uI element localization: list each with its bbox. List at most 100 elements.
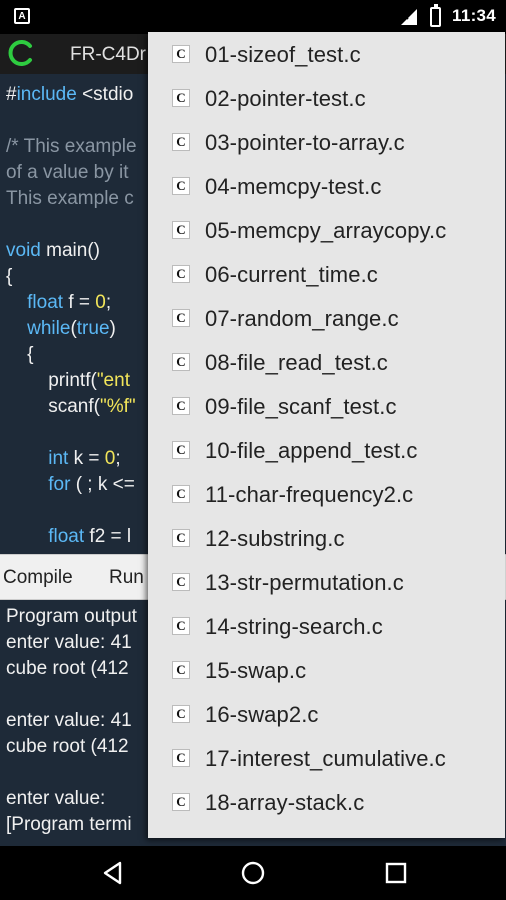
- code-token: float: [48, 526, 85, 547]
- output-line: cube root (412: [6, 658, 129, 679]
- code-token: of a value by it: [6, 162, 129, 183]
- nav-bar: [0, 846, 506, 900]
- c-file-icon: C: [172, 89, 190, 107]
- compile-button[interactable]: Compile: [3, 567, 73, 588]
- c-file-icon: C: [172, 353, 190, 371]
- c-file-icon: C: [172, 529, 190, 547]
- app-logo-icon[interactable]: [6, 38, 36, 68]
- c-file-icon: C: [172, 397, 190, 415]
- file-menu-item[interactable]: C 14-string-search.c: [148, 604, 505, 648]
- code-line: printf("ent: [6, 368, 506, 394]
- code-token: int: [48, 448, 69, 469]
- code-token: true: [76, 318, 110, 339]
- battery-icon: [430, 4, 441, 27]
- file-menu-item[interactable]: C 03-pointer-to-array.c: [148, 120, 505, 164]
- code-line: float f2 = l: [6, 524, 506, 550]
- file-name-label: 04-memcpy-test.c: [205, 174, 382, 199]
- code-line: while(true): [6, 316, 506, 342]
- code-token: ( ; k <=: [70, 474, 135, 495]
- code-token: ;: [115, 448, 121, 469]
- code-token: [6, 448, 48, 469]
- c-file-icon: C: [172, 133, 190, 151]
- output-line: enter value: 41: [6, 710, 132, 731]
- home-icon[interactable]: [240, 860, 266, 886]
- c-file-icon: C: [172, 45, 190, 63]
- code-token: {: [6, 344, 34, 365]
- code-line: #include <stdio: [6, 82, 506, 108]
- app-title: FR-C4Dr: [70, 44, 146, 65]
- code-line: float f = 0;: [6, 290, 506, 316]
- file-name-label: 07-random_range.c: [205, 306, 399, 331]
- file-name-label: 14-string-search.c: [205, 614, 383, 639]
- code-token: f =: [63, 292, 96, 313]
- code-line: This example c: [6, 186, 506, 212]
- output-line: cube root (412: [6, 736, 129, 757]
- file-menu-item[interactable]: C 12-substring.c: [148, 516, 505, 560]
- code-token: ;: [105, 292, 112, 313]
- code-token: "%f": [99, 396, 136, 417]
- file-name-label: 12-substring.c: [205, 526, 345, 551]
- c-file-icon: C: [172, 177, 190, 195]
- c-file-icon: C: [172, 265, 190, 283]
- code-line: scanf("%f": [6, 394, 506, 420]
- code-token: #: [6, 84, 17, 105]
- file-name-label: 16-swap2.c: [205, 702, 319, 727]
- c-file-icon: C: [172, 661, 190, 679]
- code-line: {: [6, 264, 506, 290]
- file-name-label: 06-current_time.c: [205, 262, 378, 287]
- code-line: void main(): [6, 238, 506, 264]
- output-line: enter value:: [6, 788, 106, 809]
- code-token: printf(: [6, 370, 97, 391]
- file-name-label: 18-array-stack.c: [205, 790, 365, 815]
- signal-icon: [401, 9, 417, 25]
- code-token: {: [6, 266, 13, 287]
- back-icon[interactable]: [100, 860, 126, 886]
- code-token: 0: [95, 292, 106, 313]
- file-menu-item[interactable]: C 10-file_append_test.c: [148, 428, 505, 472]
- file-menu-item[interactable]: C 16-swap2.c: [148, 692, 505, 736]
- c-file-icon: C: [172, 749, 190, 767]
- file-menu-item[interactable]: C 04-memcpy-test.c: [148, 164, 505, 208]
- code-token: <stdio: [76, 84, 134, 105]
- notification-icon: A: [14, 8, 30, 24]
- file-name-label: 02-pointer-test.c: [205, 86, 366, 111]
- output-line: [Program termi: [6, 814, 132, 835]
- code-token: [6, 474, 48, 495]
- run-button[interactable]: Run: [109, 567, 144, 588]
- recents-icon[interactable]: [383, 860, 409, 886]
- c-file-icon: C: [172, 573, 190, 591]
- file-name-label: 15-swap.c: [205, 658, 307, 683]
- status-bar: A 11:34: [0, 0, 506, 34]
- code-token: k =: [68, 448, 105, 469]
- file-menu-item[interactable]: C 15-swap.c: [148, 648, 505, 692]
- code-token: float: [27, 292, 64, 313]
- c-file-icon: C: [172, 617, 190, 635]
- file-name-label: 03-pointer-to-array.c: [205, 130, 405, 155]
- code-token: [6, 526, 48, 547]
- file-menu-item[interactable]: C 06-current_time.c: [148, 252, 505, 296]
- c-file-icon: C: [172, 221, 190, 239]
- c-file-icon: C: [172, 441, 190, 459]
- file-name-label: 10-file_append_test.c: [205, 438, 418, 463]
- code-token: f2 = l: [84, 526, 132, 547]
- code-token: while: [27, 318, 71, 339]
- c-file-icon: C: [172, 705, 190, 723]
- file-menu-item[interactable]: C 02-pointer-test.c: [148, 76, 505, 120]
- status-time: 11:34: [452, 6, 497, 25]
- code-token: include: [16, 84, 77, 105]
- code-token: ): [109, 318, 116, 339]
- code-token: This example c: [6, 188, 134, 209]
- code-line: for ( ; k <=: [6, 472, 506, 498]
- output-line: enter value: 41: [6, 632, 132, 653]
